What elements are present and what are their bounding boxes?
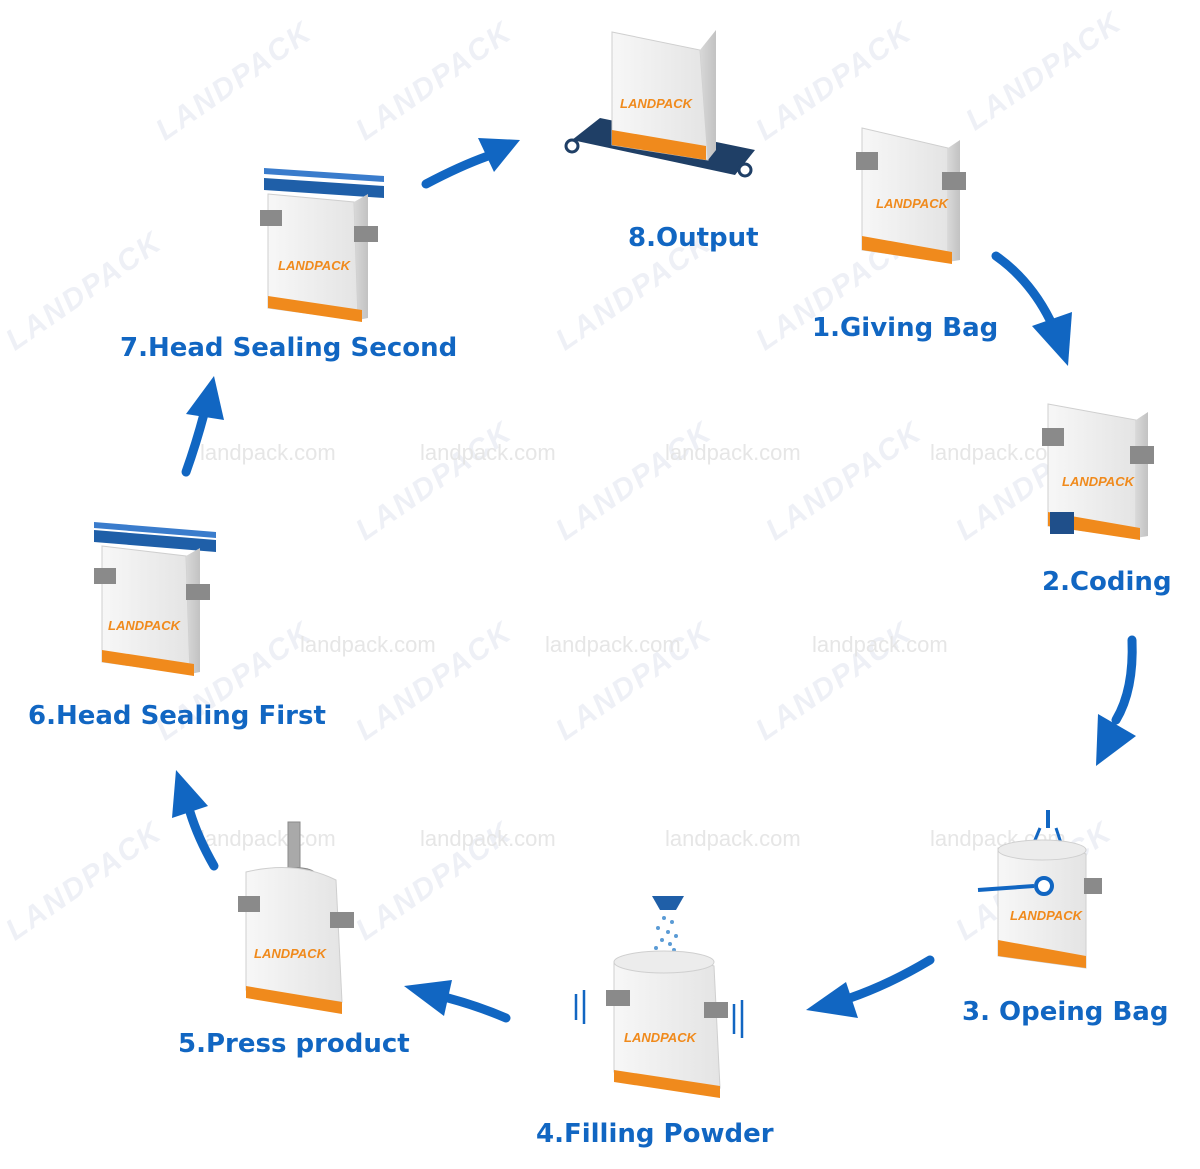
step-7-label: 7.Head Sealing Second <box>120 333 457 363</box>
watermark-site: landpack.com <box>665 440 801 465</box>
coding-illustration: LANDPACK <box>1042 403 1154 540</box>
bag-brand: LANDPACK <box>108 618 182 633</box>
powder-particles <box>654 916 678 952</box>
watermark-site: landpack.com <box>420 440 556 465</box>
bag-clamp <box>186 584 210 600</box>
arrow-6-to-7 <box>181 376 224 477</box>
watermark-site: landpack.com <box>300 632 436 657</box>
bag-brand: LANDPACK <box>1062 474 1136 489</box>
suction-cup <box>1034 876 1054 896</box>
conveyor-roller <box>564 138 580 154</box>
bag-clamp <box>1084 878 1102 894</box>
opening-bag-illustration: LANDPACK <box>977 810 1102 969</box>
bag-gusset <box>1136 412 1148 538</box>
bag-clamp <box>856 152 878 170</box>
bag-orange-stripe <box>862 236 952 264</box>
coding-head <box>1050 512 1074 534</box>
opening-arm <box>977 884 1035 892</box>
bag-clamp <box>330 912 354 928</box>
bag-clamp <box>260 210 282 226</box>
arrow-5-to-6 <box>172 770 219 871</box>
bag-brand: LANDPACK <box>624 1030 698 1045</box>
bag-clamp <box>606 990 630 1006</box>
arrow-4-to-5 <box>404 980 511 1023</box>
flow-arrows <box>172 138 1137 1023</box>
step-6-label: 6.Head Sealing First <box>28 701 326 731</box>
bag-clamp <box>704 1002 728 1018</box>
bag-brand: LANDPACK <box>254 946 328 961</box>
bag-clamp <box>238 896 260 912</box>
watermark-site: landpack.com <box>665 826 801 851</box>
output-illustration: LANDPACK <box>564 30 755 178</box>
bag-clamp <box>94 568 116 584</box>
bag-clamp <box>942 172 966 190</box>
watermark-site: landpack.com <box>812 632 948 657</box>
press-rod <box>287 821 301 871</box>
filling-powder-illustration: LANDPACK <box>574 896 744 1098</box>
step-3-label: 3. Opeing Bag <box>962 997 1168 1027</box>
press-product-illustration: LANDPACK <box>238 821 354 1014</box>
head-sealing-first-illustration: LANDPACK <box>94 522 216 676</box>
step-5-label: 5.Press product <box>178 1029 410 1059</box>
arrow-3-to-4 <box>806 955 935 1018</box>
bag-brand: LANDPACK <box>1010 908 1084 923</box>
bag-opening <box>613 950 715 974</box>
vibration-marks <box>574 990 744 1038</box>
bag-gusset <box>186 548 200 674</box>
bag <box>245 867 343 1003</box>
sealing-bar <box>264 168 384 182</box>
step-4-label: 4.Filling Powder <box>536 1119 774 1149</box>
bag-orange-stripe <box>614 1070 720 1098</box>
watermark-site: landpack.com <box>545 632 681 657</box>
bag-brand: LANDPACK <box>278 258 352 273</box>
step-2-label: 2.Coding <box>1042 567 1172 597</box>
bag-gusset <box>354 194 368 320</box>
watermark-site: landpack.com <box>200 826 336 851</box>
filling-nozzle <box>652 896 684 910</box>
head-sealing-second-illustration: LANDPACK <box>260 168 384 322</box>
bag-brand: LANDPACK <box>620 96 694 111</box>
giving-bag-illustration: LANDPACK <box>856 127 966 264</box>
bag-orange-stripe <box>268 296 362 322</box>
watermark-site: landpack.com <box>200 440 336 465</box>
watermark-site: landpack.com <box>420 826 556 851</box>
arrow-1-to-2 <box>991 251 1072 366</box>
bag-clamp <box>1042 428 1064 446</box>
bag <box>613 954 721 1089</box>
bag-orange-stripe <box>246 986 342 1014</box>
bag-clamp <box>354 226 378 242</box>
bag-clamp <box>1130 446 1154 464</box>
conveyor-roller <box>737 162 753 178</box>
bag-brand: LANDPACK <box>876 196 950 211</box>
bag-gusset <box>700 30 716 160</box>
bag-orange-stripe <box>612 130 706 160</box>
bag-opening <box>997 839 1087 861</box>
sealing-bar <box>94 522 216 538</box>
bag-gusset <box>948 140 960 262</box>
step-1-label: 1.Giving Bag <box>812 313 998 343</box>
arrow-2-to-3 <box>1096 635 1137 766</box>
sealing-bar <box>94 530 216 552</box>
bag-orange-stripe <box>102 650 194 676</box>
arrow-7-to-8 <box>421 138 520 189</box>
sealing-bar <box>264 178 384 198</box>
bag-orange-stripe <box>998 940 1086 968</box>
step-8-label: 8.Output <box>628 223 759 253</box>
